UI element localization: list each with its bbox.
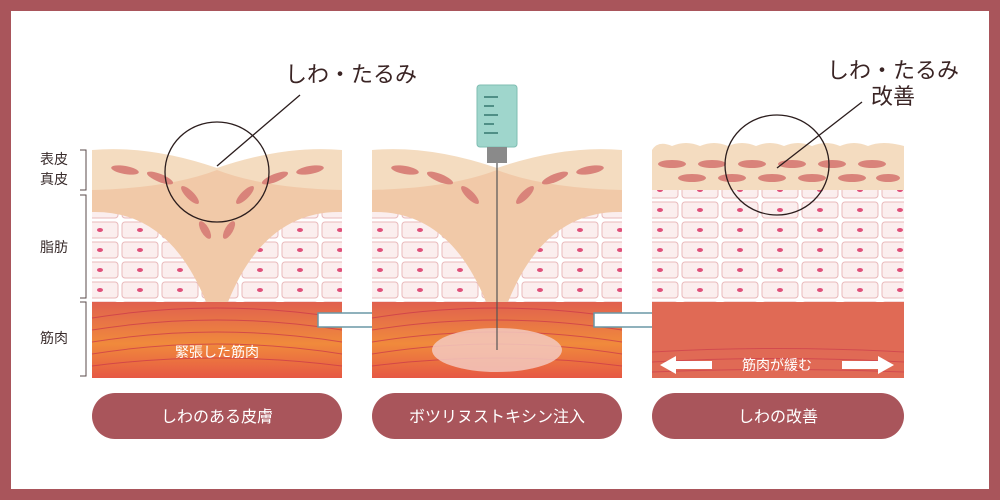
callout-line (216, 94, 301, 167)
arrow-left-icon (660, 356, 712, 374)
collagen-fibers (658, 160, 900, 182)
caption-wrinkle-improved: しわの改善 (738, 407, 818, 426)
muscle-label-tense: 緊張した筋肉 (175, 344, 259, 361)
callout-wrinkle: しわ・たるみ (285, 63, 417, 88)
muscle-fibers (651, 348, 905, 373)
label-epidermis: 表皮 (40, 152, 68, 168)
label-fat: 脂肪 (40, 240, 68, 256)
panel-wrinkled-skin: しわ・たるみ 緊張した筋肉 しわのある皮膚 (91, 63, 417, 439)
panel-botox-injection: ボツリヌストキシン注入 (371, 84, 623, 439)
caption-pill (92, 393, 342, 439)
muscle-layer (92, 302, 342, 378)
bracket-fat (80, 194, 87, 299)
callout-circle (164, 121, 270, 223)
callout-wrinkle: しわ・たるみ (827, 59, 959, 84)
caption-pill (652, 393, 904, 439)
muscle-label-relaxed: 筋肉が緩む (742, 357, 812, 374)
panel-wrinkle-improved: しわ・たるみ 改善 筋肉が緩む しわの改善 (651, 59, 959, 439)
dermis-fold (92, 170, 342, 302)
syringe-icon (476, 84, 518, 350)
collagen-fibers (391, 165, 604, 204)
bracket-skin (80, 149, 87, 191)
label-dermis: 真皮 (40, 172, 68, 188)
callout-improved: 改善 (871, 85, 915, 110)
fat-layer (652, 190, 904, 302)
caption-pill (372, 393, 622, 439)
bracket-muscle (80, 301, 87, 377)
relax-arrows (660, 356, 894, 374)
label-muscle: 筋肉 (40, 330, 68, 347)
caption-botox-injection: ボツリヌストキシン注入 (409, 407, 585, 426)
arrow-right-icon (842, 356, 894, 374)
callout-line (776, 101, 863, 169)
callout-circle (724, 114, 830, 216)
collagen-fibers (111, 165, 324, 239)
muscle-fibers (91, 307, 343, 367)
caption-wrinkled-skin: しわのある皮膚 (161, 407, 273, 426)
layer-labels: 表皮 真皮 脂肪 筋肉 (40, 149, 87, 377)
